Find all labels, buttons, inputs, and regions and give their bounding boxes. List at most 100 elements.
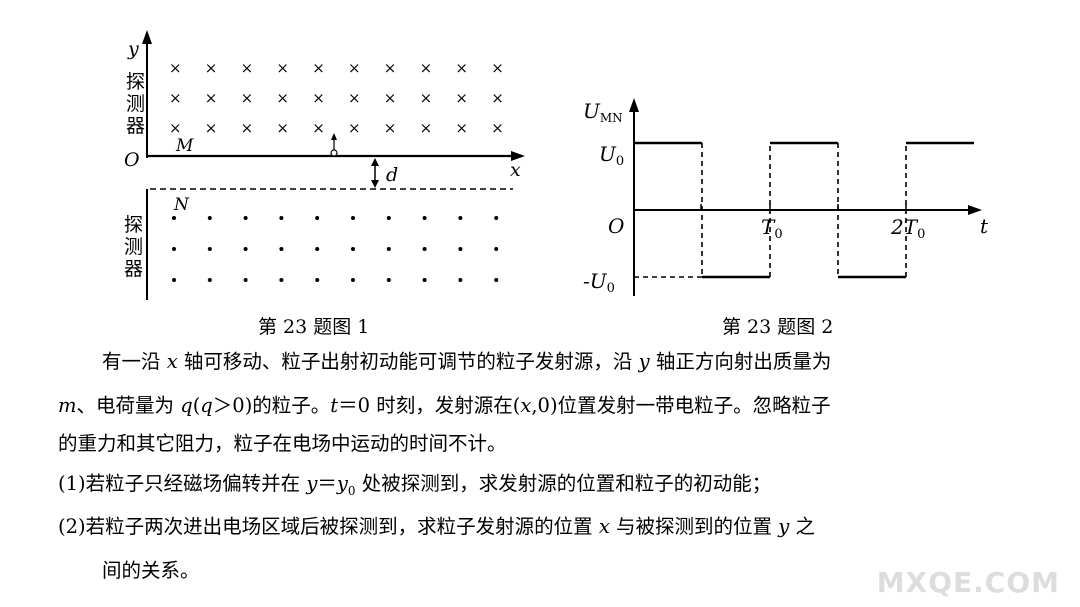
svg-text:器: 器 — [126, 115, 145, 137]
field-dot — [386, 216, 391, 220]
field-cross: × — [348, 119, 361, 137]
field-cross: × — [455, 59, 468, 77]
question-1: (1)若粒子只经磁场偏转并在 y＝y0 处被探测到，求发射源的位置和粒子的初动能… — [58, 472, 772, 498]
field-cross: × — [205, 119, 218, 137]
figure-1-caption: 第 23 题图 1 — [258, 316, 370, 338]
field-dot — [458, 278, 463, 282]
field-dot — [351, 247, 355, 251]
field-cross: × — [241, 89, 254, 107]
fig1-detector-bottom: 探 测 器 — [124, 214, 143, 280]
fig1-x-arrow — [511, 151, 525, 161]
field-cross: × — [276, 89, 289, 107]
field-cross: × — [312, 89, 325, 107]
field-cross: × — [205, 59, 218, 77]
fig1-origin: O — [124, 149, 140, 171]
problem-line-1: 有一沿 x 轴可移动、粒子出射初动能可调节的粒子发射源，沿 y 轴正方向射出质量… — [102, 350, 832, 373]
field-dot — [386, 247, 391, 251]
field-dot — [494, 216, 499, 220]
fig2-t-label: t — [980, 214, 989, 238]
field-cross: × — [420, 59, 433, 77]
fig1-detector-top: 探 测 器 — [126, 71, 145, 137]
field-dot — [386, 278, 391, 282]
field-cross: × — [455, 89, 468, 107]
figure-2: UMN U0 -U0 O T0 2T0 t — [583, 98, 989, 296]
fig1-plate-m: M — [175, 136, 194, 156]
field-cross: × — [348, 59, 361, 77]
problem-line-3: 的重力和其它阻力，粒子在电场中运动的时间不计。 — [58, 432, 507, 455]
fig2-2t0-label: 2T0 — [890, 215, 925, 242]
field-dot — [422, 247, 427, 251]
field-cross: × — [491, 89, 504, 107]
field-cross: × — [420, 119, 433, 137]
field-cross: × — [169, 59, 182, 77]
field-dot — [243, 278, 248, 282]
field-dot — [494, 247, 499, 251]
field-cross: × — [348, 89, 361, 107]
field-dot — [243, 247, 248, 251]
field-cross: × — [312, 119, 325, 137]
field-dot — [422, 216, 427, 220]
field-dot — [494, 278, 499, 282]
field-cross: × — [205, 89, 218, 107]
field-dot — [207, 247, 212, 251]
fig2-origin: O — [608, 214, 624, 238]
question-2-continued: 间的关系。 — [102, 559, 200, 582]
question-2: (2)若粒子两次进出电场区域后被探测到，求粒子发射源的位置 x 与被探测到的位置… — [58, 515, 815, 538]
electric-region-dots — [172, 216, 499, 282]
field-cross: × — [241, 59, 254, 77]
gap-d-indicator — [371, 158, 379, 188]
field-cross: × — [276, 59, 289, 77]
field-dot — [351, 278, 355, 282]
field-dot — [279, 216, 284, 220]
field-cross: × — [169, 89, 182, 107]
field-cross: × — [420, 89, 433, 107]
magnetic-field-crosses: × × × × × × × × × × × × × × × × × × × × × × × × × × × × × × — [169, 59, 504, 137]
fig1-x-label: x — [510, 159, 521, 181]
fig1-plate-n-label: N — [173, 195, 190, 215]
svg-text:测: 测 — [126, 93, 145, 115]
fig2-t-arrow — [968, 205, 982, 215]
svg-text:测: 测 — [124, 236, 143, 258]
fig1-y-arrow — [142, 30, 152, 44]
field-cross: × — [455, 119, 468, 137]
field-cross: × — [491, 59, 504, 77]
field-cross: × — [491, 119, 504, 137]
problem-line-2: m、电荷量为 q(q＞0)的粒子。t＝0 时刻，发射源在(x,0)位置发射一带电… — [58, 394, 831, 417]
field-cross: × — [384, 89, 397, 107]
fig1-y-label: y — [127, 38, 139, 60]
field-dot — [315, 247, 320, 251]
square-wave — [634, 141, 974, 279]
field-cross: × — [169, 119, 182, 137]
fig2-u0-label: U0 — [599, 142, 624, 169]
field-dot — [172, 278, 176, 282]
figure-1: y 探 测 器 × × × × × × × × × × × × × × × × × × × × × × × × × × × × × × x… — [124, 30, 525, 300]
field-cross: × — [384, 59, 397, 77]
field-dot — [315, 278, 320, 282]
particle-source — [330, 133, 338, 157]
field-cross: × — [241, 119, 254, 137]
watermark: MXQE.COM — [876, 566, 1060, 599]
svg-text:器: 器 — [124, 258, 143, 280]
field-dot — [315, 216, 320, 220]
field-dot — [243, 216, 248, 220]
field-dot — [172, 216, 176, 220]
field-dot — [422, 278, 427, 282]
field-cross: × — [384, 119, 397, 137]
field-dot — [207, 216, 212, 220]
field-dot — [458, 247, 463, 251]
field-dot — [279, 247, 284, 251]
field-dot — [207, 278, 212, 282]
fig2-y-axis-label: UMN — [583, 99, 623, 125]
field-dot — [458, 216, 463, 220]
svg-text:探: 探 — [126, 71, 145, 93]
svg-text:探: 探 — [124, 214, 143, 236]
fig2-t0-label: T0 — [761, 215, 783, 242]
figure-2-caption: 第 23 题图 2 — [722, 316, 834, 338]
field-dot — [279, 278, 284, 282]
fig1-gap-label: d — [386, 164, 398, 186]
field-dot — [351, 216, 355, 220]
field-cross: × — [276, 119, 289, 137]
fig2-y-arrow — [629, 98, 639, 112]
field-dot — [172, 247, 176, 251]
field-cross: × — [312, 59, 325, 77]
